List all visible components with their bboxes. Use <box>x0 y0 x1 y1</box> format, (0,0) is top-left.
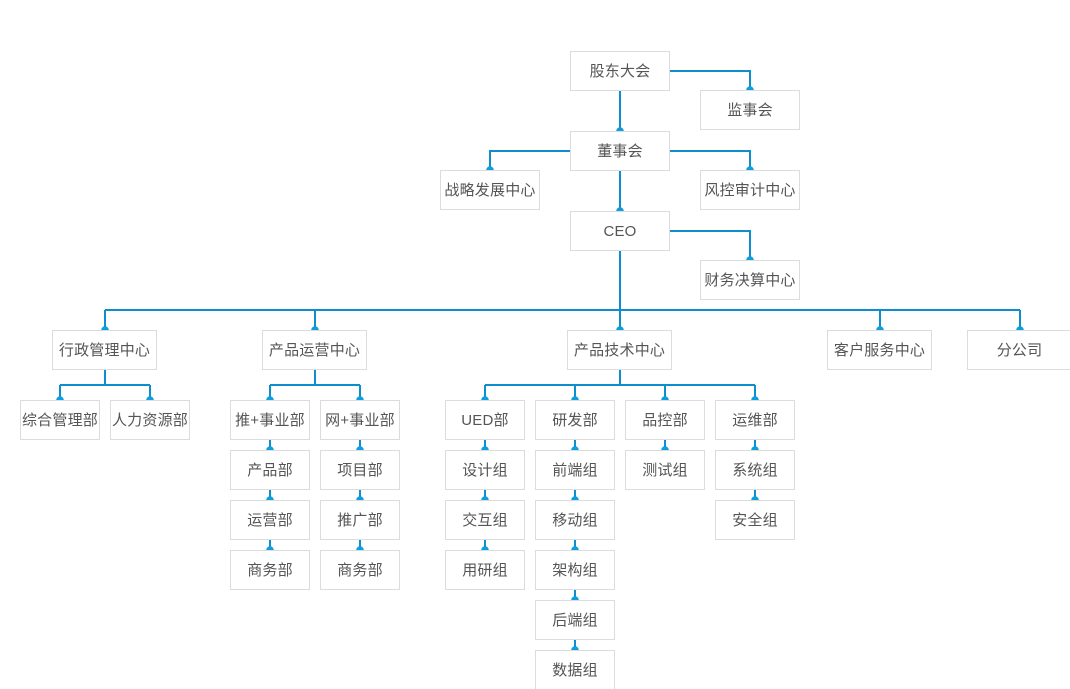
org-node-label: 股东大会 <box>589 62 651 80</box>
connector-elbow <box>670 150 751 170</box>
org-node[interactable]: 推广部 <box>320 500 400 540</box>
connector-elbow <box>489 150 570 170</box>
org-node[interactable]: 产品技术中心 <box>567 330 672 370</box>
org-node[interactable]: 战略发展中心 <box>440 170 540 210</box>
org-node[interactable]: 商务部 <box>320 550 400 590</box>
org-node-label: 推广部 <box>337 511 383 529</box>
org-node-label: 产品技术中心 <box>573 341 666 359</box>
connector-elbow <box>670 70 751 90</box>
org-node-label: 风控审计中心 <box>704 181 796 199</box>
org-node[interactable]: 推+事业部 <box>230 400 310 440</box>
org-node-label: 战略发展中心 <box>444 181 536 199</box>
org-node-label: 运维部 <box>732 411 778 429</box>
org-node[interactable]: 综合管理部 <box>20 400 100 440</box>
org-node-label: 安全组 <box>732 511 778 529</box>
org-node-label: UED部 <box>461 411 509 429</box>
org-node[interactable]: CEO <box>570 211 670 251</box>
connector-elbow <box>670 230 751 260</box>
org-node-label: 行政管理中心 <box>58 341 151 359</box>
org-node[interactable]: 人力资源部 <box>110 400 190 440</box>
org-node-label: 董事会 <box>597 142 643 160</box>
org-node-label: 设计组 <box>462 461 508 479</box>
org-node[interactable]: 数据组 <box>535 650 615 689</box>
org-node[interactable]: UED部 <box>445 400 525 440</box>
org-node-label: 网+事业部 <box>325 411 395 429</box>
org-node[interactable]: 董事会 <box>570 131 670 171</box>
org-node-label: 项目部 <box>337 461 383 479</box>
connector-trunk <box>484 370 756 400</box>
org-node[interactable]: 移动组 <box>535 500 615 540</box>
org-node-label: 研发部 <box>552 411 598 429</box>
org-node[interactable]: 监事会 <box>700 90 800 130</box>
org-node-label: 系统组 <box>732 461 778 479</box>
org-node[interactable]: 项目部 <box>320 450 400 490</box>
org-node[interactable]: 风控审计中心 <box>700 170 800 210</box>
org-node[interactable]: 用研组 <box>445 550 525 590</box>
org-node[interactable]: 研发部 <box>535 400 615 440</box>
connector-trunk <box>59 370 151 400</box>
org-node[interactable]: 行政管理中心 <box>52 330 157 370</box>
org-node[interactable]: 产品运营中心 <box>262 330 367 370</box>
org-node-label: 推+事业部 <box>235 411 305 429</box>
org-node[interactable]: 网+事业部 <box>320 400 400 440</box>
org-node[interactable]: 财务决算中心 <box>700 260 800 300</box>
org-node-label: 前端组 <box>552 461 598 479</box>
org-node-label: 数据组 <box>552 661 598 679</box>
org-node[interactable]: 测试组 <box>625 450 705 490</box>
org-node-label: 商务部 <box>247 561 293 579</box>
org-node-label: 品控部 <box>642 411 688 429</box>
org-node-label: CEO <box>603 222 637 240</box>
org-node-label: 后端组 <box>552 611 598 629</box>
org-node[interactable]: 运营部 <box>230 500 310 540</box>
org-node[interactable]: 运维部 <box>715 400 795 440</box>
org-node[interactable]: 前端组 <box>535 450 615 490</box>
org-node-label: 运营部 <box>247 511 293 529</box>
org-node-label: 交互组 <box>462 511 508 529</box>
org-node-label: 移动组 <box>552 511 598 529</box>
org-node[interactable]: 品控部 <box>625 400 705 440</box>
org-node[interactable]: 架构组 <box>535 550 615 590</box>
org-node-label: 综合管理部 <box>21 411 98 429</box>
org-node[interactable]: 系统组 <box>715 450 795 490</box>
org-node-label: 人力资源部 <box>111 411 188 429</box>
org-node[interactable]: 交互组 <box>445 500 525 540</box>
org-node[interactable]: 后端组 <box>535 600 615 640</box>
org-node-label: 架构组 <box>552 561 598 579</box>
org-node-label: 客户服务中心 <box>833 341 926 359</box>
org-node-label: 产品运营中心 <box>268 341 361 359</box>
org-node[interactable]: 安全组 <box>715 500 795 540</box>
org-node-label: 产品部 <box>247 461 293 479</box>
org-node-label: 分公司 <box>996 341 1043 359</box>
org-node-label: 用研组 <box>462 561 508 579</box>
org-node-label: 监事会 <box>727 101 773 119</box>
org-node-label: 商务部 <box>337 561 383 579</box>
org-node[interactable]: 分公司 <box>967 330 1070 370</box>
org-node[interactable]: 商务部 <box>230 550 310 590</box>
org-node[interactable]: 设计组 <box>445 450 525 490</box>
org-node[interactable]: 客户服务中心 <box>827 330 932 370</box>
org-node[interactable]: 产品部 <box>230 450 310 490</box>
org-node-label: 测试组 <box>642 461 688 479</box>
org-node[interactable]: 股东大会 <box>570 51 670 91</box>
org-node-label: 财务决算中心 <box>704 271 796 289</box>
connector-trunk <box>269 370 361 400</box>
connector-trunk <box>104 251 1021 330</box>
